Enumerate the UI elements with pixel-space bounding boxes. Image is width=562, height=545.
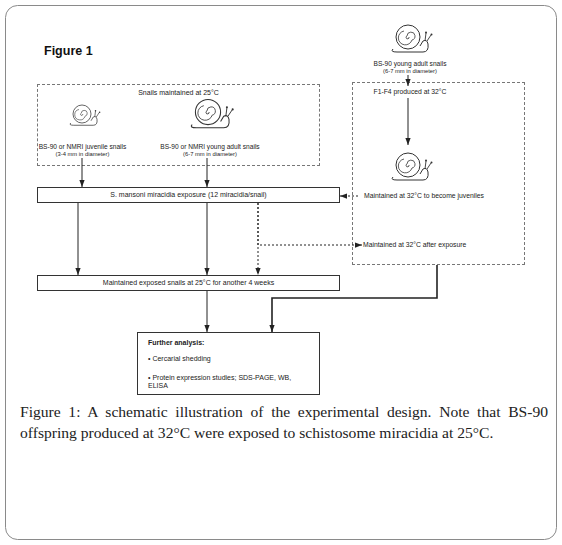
figure-caption: Figure 1: A schematic illustration of th… — [20, 402, 548, 443]
snail-group: BS-90 young adult snails(6-7 mm in diame… — [355, 20, 465, 75]
node-text: Further analysis: — [148, 339, 204, 347]
node-text: • Protein expression studies; SDS-PAGE, … — [148, 374, 309, 391]
snail-illustration — [392, 153, 432, 180]
figure-title: Figure 1 — [44, 44, 93, 58]
snail-group: Maintained at 32°C to become juveniles — [358, 145, 490, 202]
snail-illustration — [70, 105, 100, 125]
snail-group: BS-90 or NMRI young adult snails(6-7 mm … — [150, 94, 270, 158]
group-box: F1-F4 produced at 32°C Maintained at 32°C… — [352, 82, 525, 265]
node-text: Maintained at 32°C after exposure — [363, 241, 466, 249]
node-text: (6-7 mm in diameter) — [383, 68, 437, 75]
flow-arrow — [207, 203, 208, 275]
dotted-arrow — [258, 203, 362, 245]
snail-group: BS-90 or NMRI juvenile snails(3-4 mm in … — [35, 96, 130, 158]
node-text: Maintained exposed snails at 25°C for an… — [103, 279, 274, 287]
node-text: (6-7 mm in diameter) — [183, 151, 237, 158]
node-text: Maintained at 32°C to become juveniles — [364, 192, 484, 200]
node-text: (3-4 mm in diameter) — [56, 151, 110, 158]
node-text: Snails maintained at 25°C — [138, 89, 219, 97]
node-text: BS-90 or NMRI juvenile snails — [39, 143, 127, 151]
flow-arrow — [408, 75, 409, 86]
group-box: Snails maintained at 25°C BS-90 or NMRI j… — [37, 84, 320, 166]
figure-frame — [6, 6, 557, 540]
process-box: Maintained exposed snails at 25°C for an… — [37, 275, 340, 291]
node-text: • Cercarial shedding — [148, 355, 211, 363]
process-label: Maintained at 32°C after exposure — [362, 239, 502, 251]
flow-arrow — [82, 158, 83, 187]
analysis-box: Further analysis: • Cercarial shedding • P… — [137, 332, 320, 395]
flow-arrow — [78, 203, 79, 275]
node-text: BS-90 or NMRI young adult snails — [160, 143, 259, 151]
flow-arrow — [408, 98, 409, 145]
snail-illustration — [191, 99, 233, 127]
node-text: F1-F4 produced at 32°C — [374, 88, 447, 96]
process-box: S. mansoni miracidia exposure (12 miraci… — [37, 187, 340, 203]
process-label: F1-F4 produced at 32°C — [360, 86, 460, 98]
flow-arrow — [207, 291, 208, 332]
node-text: BS-90 young adult snails — [374, 60, 447, 68]
flow-arrow — [272, 265, 437, 332]
flow-arrow — [207, 158, 208, 187]
snail-illustration — [392, 25, 432, 52]
dotted-arrow — [340, 196, 358, 197]
dotted-arrow — [258, 203, 259, 275]
node-text: S. mansoni miracidia exposure (12 miraci… — [110, 191, 266, 199]
